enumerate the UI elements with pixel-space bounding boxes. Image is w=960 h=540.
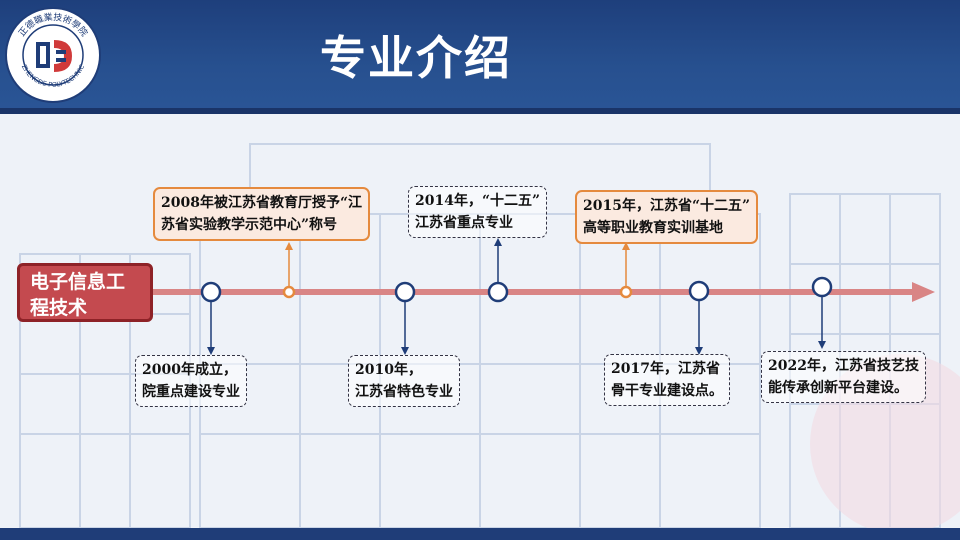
timeline-arrowhead [912, 282, 935, 302]
start-label-line-2: 程技术 [30, 297, 88, 319]
timeline-start-label: 电子信息工 程技术 [17, 263, 153, 322]
node-e2010 [394, 281, 416, 303]
event-2000-line-1: 2000年成立， [142, 362, 237, 378]
event-2000-line-2: 院重点建设专业 [142, 384, 240, 400]
node-e2014 [487, 281, 509, 303]
college-logo-icon: 正德職業技術學院 ZHENGDE POLYTECHNIC [5, 7, 101, 103]
header-divider [0, 108, 960, 114]
event-2022-line-1: 2022年，江苏省技艺技 [768, 358, 919, 374]
event-2014-line-1: 2014年，“十二五” [415, 193, 541, 209]
event-box-2015: 2015年，江苏省“十二五” 高等职业教育实训基地 [575, 190, 759, 244]
start-label-line-1: 电子信息工 [30, 271, 126, 293]
event-box-2022: 2022年，江苏省技艺技 能传承创新平台建设。 [761, 351, 926, 403]
event-box-2000: 2000年成立， 院重点建设专业 [135, 355, 247, 407]
event-2014-line-2: 江苏省重点专业 [415, 215, 513, 231]
node-e2017 [688, 280, 710, 302]
node-e2015 [619, 285, 633, 299]
event-2015-line-2: 高等职业教育实训基地 [583, 220, 723, 236]
event-2022-line-2: 能传承创新平台建设。 [768, 380, 908, 396]
event-2008-line-1: 2008年被江苏省教育厅授予“江 [161, 195, 363, 211]
node-e2022 [811, 276, 833, 298]
event-2015-line-1: 2015年，江苏省“十二五” [583, 198, 751, 214]
event-2017-line-2: 骨干专业建设点。 [611, 383, 723, 399]
page-title: 专业介绍 [320, 31, 512, 85]
header-bar [0, 0, 960, 112]
event-box-2008: 2008年被江苏省教育厅授予“江 苏省实验教学示范中心”称号 [153, 187, 371, 241]
event-box-2017: 2017年，江苏省 骨干专业建设点。 [604, 354, 730, 406]
event-2010-line-2: 江苏省特色专业 [355, 384, 453, 400]
event-box-2010: 2010年， 江苏省特色专业 [348, 355, 460, 407]
event-2010-line-1: 2010年， [355, 362, 422, 378]
event-2017-line-1: 2017年，江苏省 [611, 361, 720, 377]
event-2008-line-2: 苏省实验教学示范中心”称号 [161, 217, 338, 233]
footer-bar [0, 528, 960, 540]
node-e2008 [282, 285, 296, 299]
event-box-2014: 2014年，“十二五” 江苏省重点专业 [408, 186, 548, 238]
node-e2000 [200, 281, 222, 303]
campus-building-background [0, 114, 960, 528]
